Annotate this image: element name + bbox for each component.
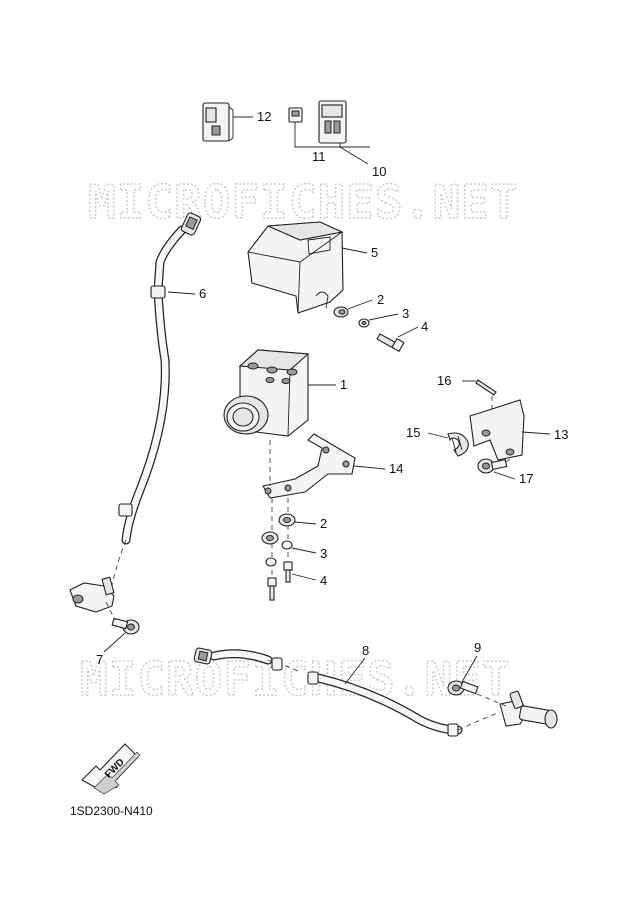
callout-14: 14	[389, 461, 403, 476]
part-3-collar-upper[interactable]	[358, 318, 370, 328]
callout-6: 6	[199, 286, 206, 301]
callout-4-lower: 4	[320, 573, 327, 588]
part-5-cover[interactable]	[247, 221, 344, 314]
part-4-bolt-lower-a[interactable]	[283, 561, 293, 583]
part-2-grommet-lower-a[interactable]	[278, 513, 296, 527]
part-17-bolt[interactable]	[477, 458, 508, 474]
callout-3-upper: 3	[402, 306, 409, 321]
callout-5: 5	[371, 245, 378, 260]
part-3-collar-lower-a[interactable]	[281, 540, 293, 550]
callout-1: 1	[340, 377, 347, 392]
part-16-pin[interactable]	[475, 379, 497, 396]
part-7-bolt[interactable]	[111, 617, 140, 635]
part-2-grommet-upper[interactable]	[333, 306, 349, 318]
part-2-grommet-lower-b[interactable]	[261, 531, 279, 545]
part-3-collar-lower-b[interactable]	[265, 557, 277, 567]
callout-17: 17	[519, 471, 533, 486]
part-6-front-wheel-sensor[interactable]	[69, 212, 202, 613]
part-4-bolt-upper[interactable]	[376, 333, 405, 353]
part-12-relay[interactable]	[202, 102, 234, 142]
callout-12: 12	[257, 109, 271, 124]
callout-16: 16	[437, 373, 451, 388]
part-13-plate[interactable]	[469, 399, 525, 461]
callout-4-upper: 4	[421, 319, 428, 334]
watermark-bottom: MICROFICHES.NET	[80, 652, 510, 706]
callout-8: 8	[362, 643, 369, 658]
callout-11: 11	[312, 149, 326, 164]
watermark-top: MICROFICHES.NET	[88, 175, 518, 229]
part-10-fuse-holder[interactable]	[318, 100, 347, 144]
part-9-bolt[interactable]	[447, 680, 479, 696]
callout-7: 7	[96, 652, 103, 667]
part-15-clip[interactable]	[447, 432, 469, 457]
part-1-abs-unit[interactable]	[223, 349, 310, 437]
part-4-bolt-lower-b[interactable]	[267, 577, 277, 601]
fwd-arrow-icon: FWD	[81, 743, 141, 795]
callout-3-lower: 3	[320, 546, 327, 561]
callout-2-lower: 2	[320, 516, 327, 531]
callout-13: 13	[554, 427, 568, 442]
part-8-rear-wheel-sensor[interactable]	[193, 647, 558, 737]
callout-2-upper: 2	[377, 292, 384, 307]
callout-9: 9	[474, 640, 481, 655]
part-11-fuse[interactable]	[288, 107, 303, 123]
callout-15: 15	[406, 425, 420, 440]
callout-10: 10	[372, 164, 386, 179]
diagram-code: 1SD2300-N410	[70, 804, 153, 818]
part-14-bracket[interactable]	[262, 433, 356, 499]
